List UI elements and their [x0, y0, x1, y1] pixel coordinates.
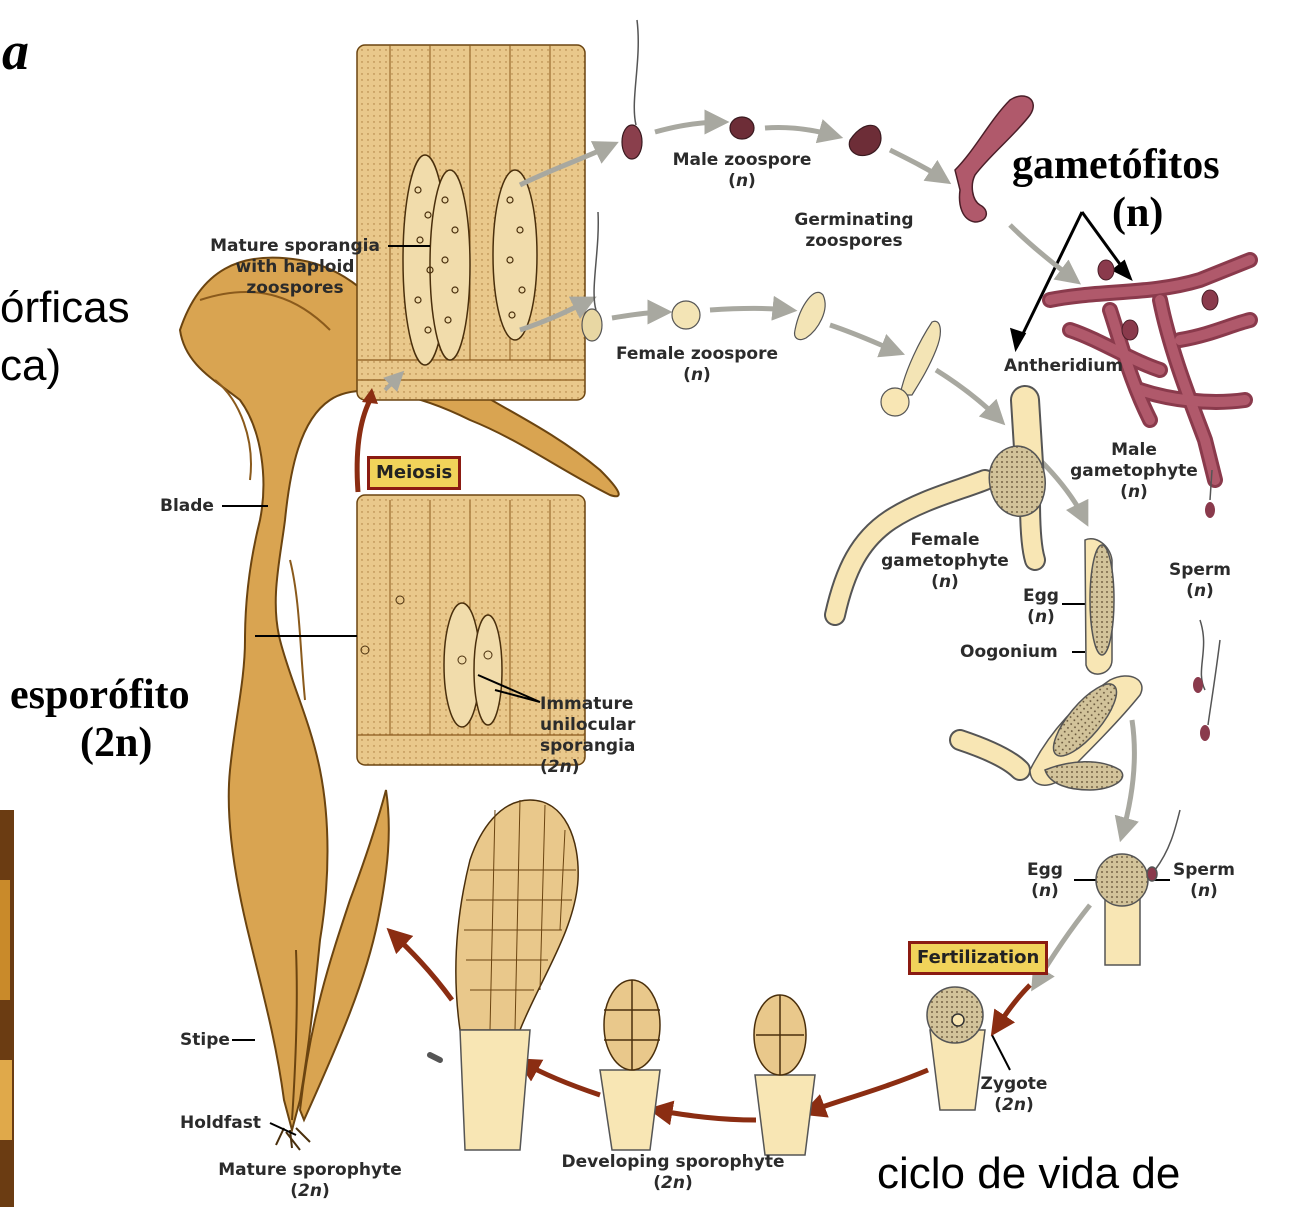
label-antheridium: Antheridium [1004, 356, 1123, 377]
label-egg-top: Egg (n) [1016, 586, 1066, 628]
esporofito-ploidy: (2n) [80, 722, 152, 764]
label-germinating-zoospores: Germinating zoospores [780, 210, 928, 252]
label-immature-sporangia: Immature unilocular sporangia (2n) [540, 694, 635, 778]
meiosis-box: Meiosis [367, 456, 461, 490]
edge-italic-fragment: a [2, 24, 29, 78]
edge-text-line2: ca) [0, 344, 61, 388]
label-developing-sporophyte: Developing sporophyte (2n) [550, 1152, 796, 1194]
label-sperm-bottom: Sperm (n) [1164, 860, 1244, 902]
photo-strip [0, 810, 14, 1207]
gametofitos-ploidy: (n) [1112, 192, 1163, 234]
label-male-zoospore: Male zoospore (n) [660, 150, 824, 192]
label-mature-sporangia: Mature sporangia with haploid zoospores [200, 236, 390, 299]
gametofitos-title: gametófitos [1012, 144, 1220, 186]
edge-text-line1: órficas [0, 286, 130, 330]
label-male-gametophyte: Male gametophyte (n) [1062, 440, 1206, 503]
label-sperm-top: Sperm (n) [1160, 560, 1240, 602]
label-holdfast: Holdfast [180, 1113, 261, 1134]
label-stipe: Stipe [180, 1030, 230, 1051]
label-female-gametophyte: Female gametophyte (n) [872, 530, 1018, 593]
caption-ciclo-de-vida: ciclo de vida de [877, 1152, 1180, 1196]
label-blade: Blade [160, 496, 214, 517]
label-female-zoospore: Female zoospore (n) [605, 344, 789, 386]
developing-sporophytes [430, 800, 815, 1155]
mature-sporangia-section [357, 45, 585, 400]
sperm-cells [1193, 470, 1220, 741]
label-egg-bottom: Egg (n) [1020, 860, 1070, 902]
label-mature-sporophyte: Mature sporophyte (2n) [210, 1160, 410, 1202]
label-oogonium: Oogonium [960, 642, 1058, 663]
label-zygote: Zygote (2n) [976, 1074, 1052, 1116]
fertilization-box: Fertilization [908, 941, 1048, 975]
esporofito-title: esporófito [10, 674, 190, 716]
